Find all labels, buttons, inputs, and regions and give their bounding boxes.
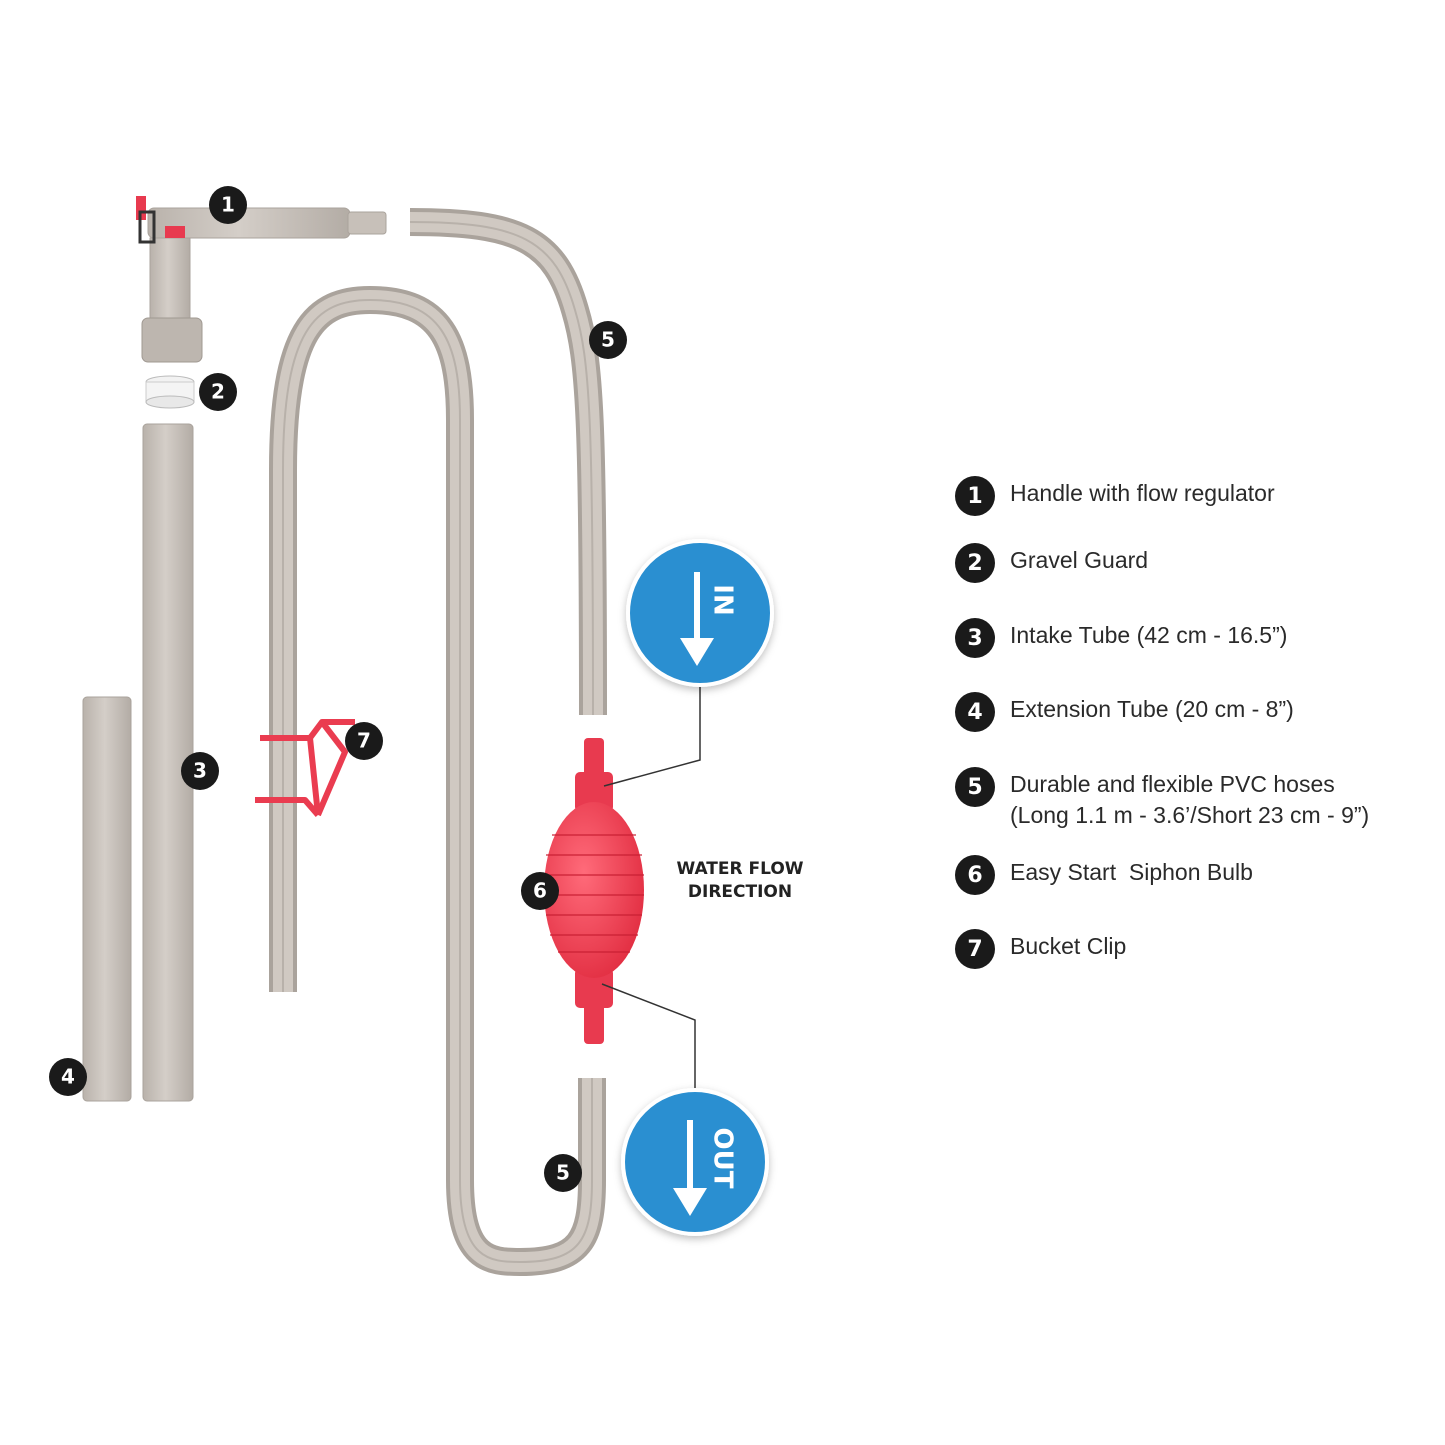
legend-label-line: Handle with flow regulator [1010, 480, 1275, 506]
legend-label-line: Bucket Clip [1010, 933, 1127, 959]
legend-number-7: 7 [955, 929, 995, 969]
legend-label: Gravel Guard [1010, 543, 1148, 576]
legend-label-line: (Long 1.1 m - 3.6’/Short 23 cm - 9”) [1010, 802, 1370, 828]
legend-label: Durable and flexible PVC hoses (Long 1.1… [1010, 767, 1369, 831]
legend-number-4: 4 [955, 692, 995, 732]
legend-label-line: Easy Start Siphon Bulb [1010, 859, 1253, 885]
handle-part [136, 196, 387, 363]
callout-2-number: 2 [211, 380, 225, 404]
out-leader-line [601, 983, 696, 1090]
callout-5-upper-number: 5 [601, 328, 615, 352]
callout-6: 6 [521, 872, 559, 910]
flow-out-text: OUT [708, 1128, 738, 1189]
siphon-bulb-part [544, 738, 644, 1044]
callout-7: 7 [345, 722, 383, 760]
legend-label: Intake Tube (42 cm - 16.5”) [1010, 618, 1287, 651]
callout-1: 1 [209, 186, 247, 224]
bucket-clip-part [255, 719, 355, 817]
legend-number-1: 1 [955, 476, 995, 516]
legend-item-siphon-bulb: 6 Easy Start Siphon Bulb [955, 855, 1253, 895]
legend-number-5: 5 [955, 767, 995, 807]
legend-number-6: 6 [955, 855, 995, 895]
legend-item-gravel-guard: 2 Gravel Guard [955, 543, 1148, 583]
callout-5-lower-number: 5 [556, 1161, 570, 1185]
callout-4-number: 4 [61, 1065, 75, 1089]
flow-in-text: IN [708, 584, 738, 615]
legend-label-line: Gravel Guard [1010, 547, 1149, 573]
flow-out-badge [621, 1088, 769, 1236]
flow-label-line-2: DIRECTION [687, 882, 793, 902]
legend-item-intake-tube: 3 Intake Tube (42 cm - 16.5”) [955, 618, 1287, 658]
legend-label-line: Extension Tube (20 cm - 8”) [1010, 696, 1294, 722]
callout-3: 3 [181, 752, 219, 790]
legend-label: Extension Tube (20 cm - 8”) [1010, 692, 1294, 725]
legend-item-bucket-clip: 7 Bucket Clip [955, 929, 1126, 969]
gravel-guard-part [145, 375, 195, 409]
legend-label: Bucket Clip [1010, 929, 1126, 962]
legend-number-2: 2 [955, 543, 995, 583]
flow-label-line-1: WATER FLOW [676, 859, 804, 879]
in-leader-line [603, 685, 701, 787]
legend-item-extension-tube: 4 Extension Tube (20 cm - 8”) [955, 692, 1294, 732]
legend-label: Easy Start Siphon Bulb [1010, 855, 1253, 888]
parts-legend: 1 Handle with flow regulator 2 Gravel Gu… [955, 0, 1435, 1445]
short-hose-part [409, 208, 607, 716]
callout-5-lower: 5 [544, 1154, 582, 1192]
callout-6-number: 6 [533, 879, 547, 903]
long-hose-part [269, 285, 606, 1277]
water-flow-direction-label: WATER FLOW DIRECTION [660, 858, 820, 904]
legend-item-pvc-hoses: 5 Durable and flexible PVC hoses (Long 1… [955, 767, 1369, 831]
legend-label: Handle with flow regulator [1010, 476, 1275, 509]
flow-in-badge [626, 539, 774, 687]
legend-label-line: Intake Tube (42 cm - 16.5”) [1010, 622, 1288, 648]
legend-number-3: 3 [955, 618, 995, 658]
legend-label-line: Durable and flexible PVC hoses [1010, 771, 1335, 797]
callout-5-upper: 5 [589, 321, 627, 359]
callout-7-number: 7 [357, 729, 371, 753]
callout-2: 2 [199, 373, 237, 411]
callout-4: 4 [49, 1058, 87, 1096]
legend-item-handle: 1 Handle with flow regulator [955, 476, 1275, 516]
extension-tube-part [82, 696, 132, 1102]
callout-1-number: 1 [221, 193, 235, 217]
callout-3-number: 3 [193, 759, 207, 783]
